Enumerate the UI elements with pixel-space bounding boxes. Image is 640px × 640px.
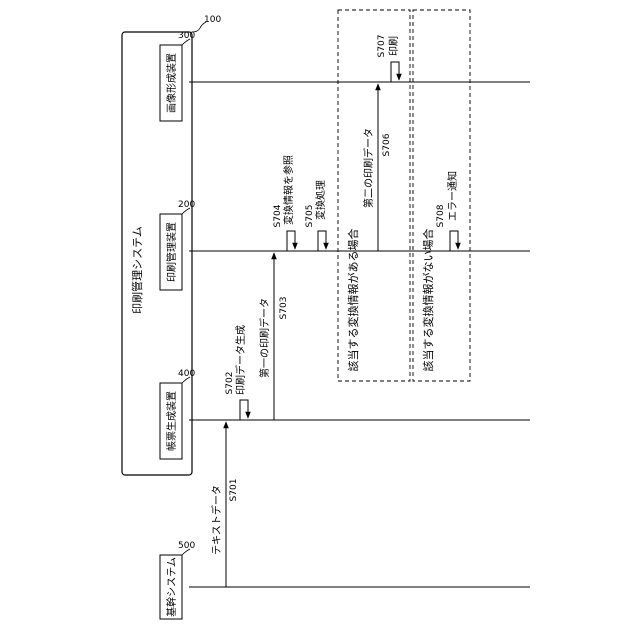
step-s704-id: S704	[273, 204, 283, 227]
arrow-s705	[318, 231, 326, 251]
device-image-forming-ref: 300	[178, 31, 195, 41]
arrow-s708	[450, 231, 458, 251]
device-core-system-ref: 500	[178, 541, 195, 551]
step-s703-id: S703	[279, 297, 289, 320]
step-s702-label: 印刷データ生成	[234, 325, 247, 395]
device-print-management-ref: 200	[178, 200, 195, 210]
step-s705-id: S705	[305, 205, 315, 228]
step-s704-label: 変換情報を参照	[282, 155, 295, 225]
step-s706-id: S706	[382, 133, 392, 156]
step-s702-id: S702	[225, 372, 235, 395]
step-s707-label: 印刷	[388, 36, 400, 56]
device-form-generation-ref: 400	[178, 369, 195, 379]
device-image-forming: 画像形成装置 300	[160, 31, 195, 121]
case-label-with-info: 該当する変換情報がある場合	[346, 229, 360, 372]
arrow-s702	[240, 400, 248, 420]
step-s706-label: 第二の印刷データ	[362, 128, 375, 208]
step-s701-label: テキストデータ	[210, 485, 223, 555]
step-s705-label: 変換処理	[314, 180, 327, 220]
step-s703-label: 第一の印刷データ	[258, 298, 271, 378]
step-s708-id: S708	[436, 204, 446, 227]
device-print-management-label: 印刷管理装置	[165, 222, 178, 282]
step-s707-id: S707	[377, 35, 387, 58]
device-form-generation-label: 帳票生成装置	[165, 391, 178, 451]
device-form-generation: 帳票生成装置 400	[160, 369, 195, 459]
device-core-system-label: 基幹システム	[165, 557, 178, 617]
case-label-without-info: 該当する変換情報がない場合	[421, 229, 435, 372]
step-s701-id: S701	[229, 479, 239, 502]
system-ref-number: 100	[204, 15, 221, 25]
device-image-forming-label: 画像形成装置	[165, 53, 178, 113]
arrow-s707	[391, 62, 399, 82]
arrow-s704	[287, 231, 295, 251]
device-print-management: 印刷管理装置 200	[160, 200, 195, 290]
device-core-system: 基幹システム 500	[160, 541, 195, 619]
system-label: 印刷管理システム	[130, 226, 144, 314]
step-s708-label: エラー通知	[446, 171, 459, 221]
